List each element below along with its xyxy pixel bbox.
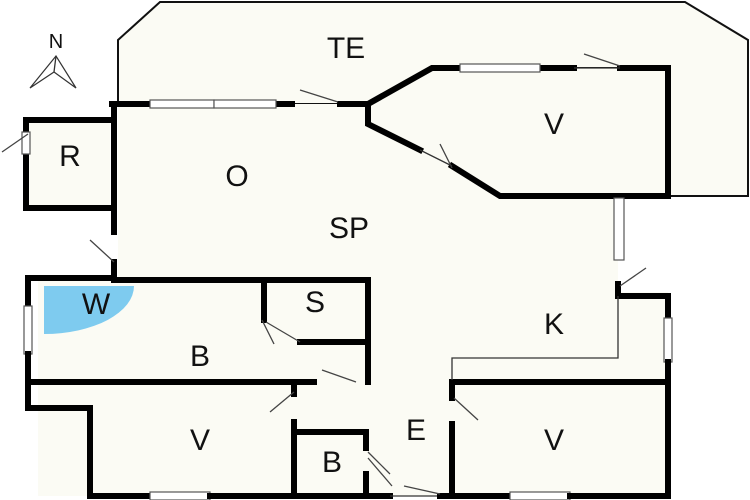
terrace-door-swing [299,89,339,103]
room-label-bathroom-small: B [322,446,342,479]
kitchen-window-2 [663,317,673,363]
room-label-bedroom-ne: V [544,108,564,141]
room-label-living: O [225,160,248,193]
kitchen-counter-line [451,296,619,380]
bath-door-swing [321,369,357,383]
room-label-terrace: TE [327,32,365,65]
west-door-swing [89,239,115,263]
living-window-2 [213,99,277,109]
room-label-entrance: E [406,414,426,447]
storage-door-swing [1,133,29,153]
kitchen-window-east [613,197,625,261]
storage-floor [26,120,110,208]
bedroom-sw-window [149,491,211,500]
storage-wall [23,117,115,211]
interior-walls [27,277,671,499]
storage-walls [1,117,115,211]
room-label-dining: SP [329,212,369,245]
north-letter: N [49,31,63,53]
bedroom-ne-wall-4 [365,101,425,155]
bedroom-ne-window-1 [459,63,541,73]
room-label-bathroom: B [190,340,210,373]
room-labels: TE V R O SP W S B K V B E V [59,32,564,479]
shower-door-swing [261,319,275,345]
kitchen-east-wall [615,281,671,321]
north-arrow-icon [29,54,77,89]
storage-window [21,131,31,155]
room-label-bedroom-sw: V [190,424,210,457]
room-label-laundry: W [82,288,111,321]
bedroom-se-door-swing [453,397,479,421]
bedroom-ne-door-gap [419,149,453,167]
north-arrow: N [29,31,77,89]
front-door-swing-2 [403,485,441,495]
bedroom-ne-wall [363,65,463,109]
small-bath-wall [293,429,369,451]
shower-door-swing-2 [265,321,301,343]
bedroom-ne-floor [368,68,668,196]
room-label-storage: R [59,140,81,173]
kitchen-door-swing [619,267,647,287]
bath-top-wall [111,277,371,385]
bedroom-ne-door-swing-2 [439,143,453,169]
room-label-kitchen: K [544,308,564,341]
west-wall-lower [25,275,117,309]
north-arrow-center [53,55,57,73]
laundry-window [23,305,33,355]
bedroom-se-window [509,491,571,500]
small-bath-door-swing [367,451,391,475]
bedroom-sw-door-swing [269,391,295,413]
living-window-1 [149,99,215,109]
bedroom-ne-wall-3 [447,65,671,199]
front-door-swing [367,457,393,487]
floor-fills [26,68,668,496]
bedroom-ne-door-swing-1 [583,53,621,67]
room-label-bedroom-se: V [544,424,564,457]
room-label-shower: S [305,286,325,319]
exterior-walls [23,53,673,500]
main-floor [38,104,668,496]
washer-highlight [44,286,134,334]
